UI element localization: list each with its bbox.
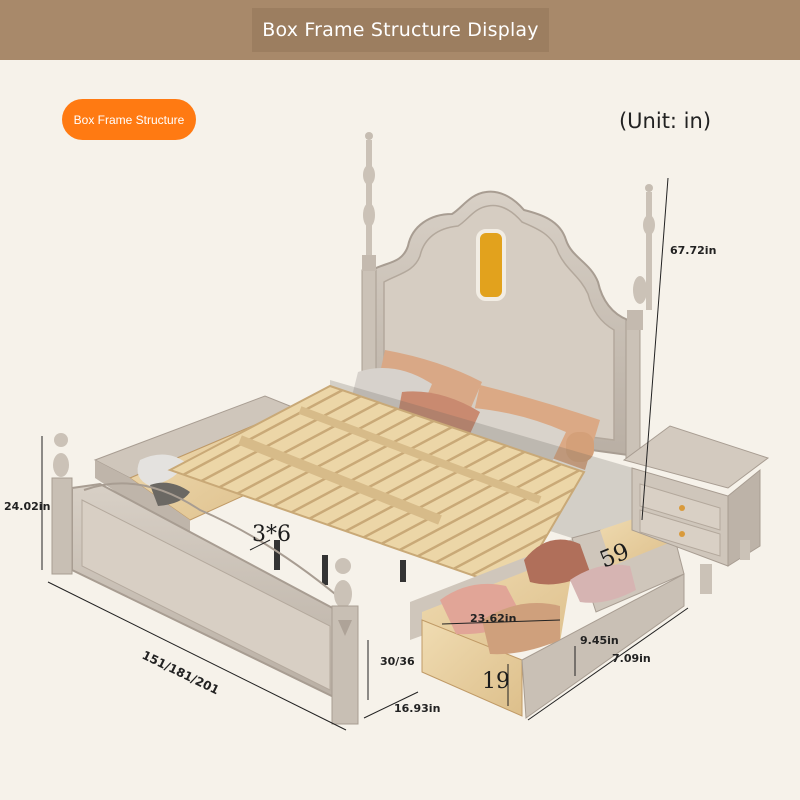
pillows xyxy=(352,350,600,470)
bed-slats xyxy=(167,384,586,592)
unit-label: (Unit: in) xyxy=(618,109,712,133)
legs xyxy=(274,540,406,585)
dim-side-rail-height: 30/36 xyxy=(380,655,415,668)
page-title: Box Frame Structure Display xyxy=(252,8,549,52)
back-left-post xyxy=(361,132,377,401)
nightstand xyxy=(622,425,770,594)
dim-drawer-height: 7.09in xyxy=(612,652,651,665)
dim-footboard-height: 24.02in xyxy=(4,500,51,513)
back-right-post xyxy=(625,184,655,461)
footboard xyxy=(71,482,341,702)
dim-drawer-front-depth: 16.93in xyxy=(394,702,441,715)
dim-drawer-inner-width: 23.62in xyxy=(470,612,517,625)
dim-drawer-depth-side: 9.45in xyxy=(580,634,619,647)
front-right-post xyxy=(331,558,359,725)
dim-drawer-front-height: 19 xyxy=(482,669,510,694)
section-badge: Box Frame Structure xyxy=(62,99,196,140)
dimension-lines xyxy=(41,177,689,731)
front-left-post xyxy=(51,433,73,575)
dim-slat-size: 3*6 xyxy=(252,522,291,547)
headboard-accent-panel xyxy=(476,229,506,301)
dim-total-height: 67.72in xyxy=(670,244,717,257)
header-bar: Box Frame Structure Display xyxy=(0,0,800,60)
